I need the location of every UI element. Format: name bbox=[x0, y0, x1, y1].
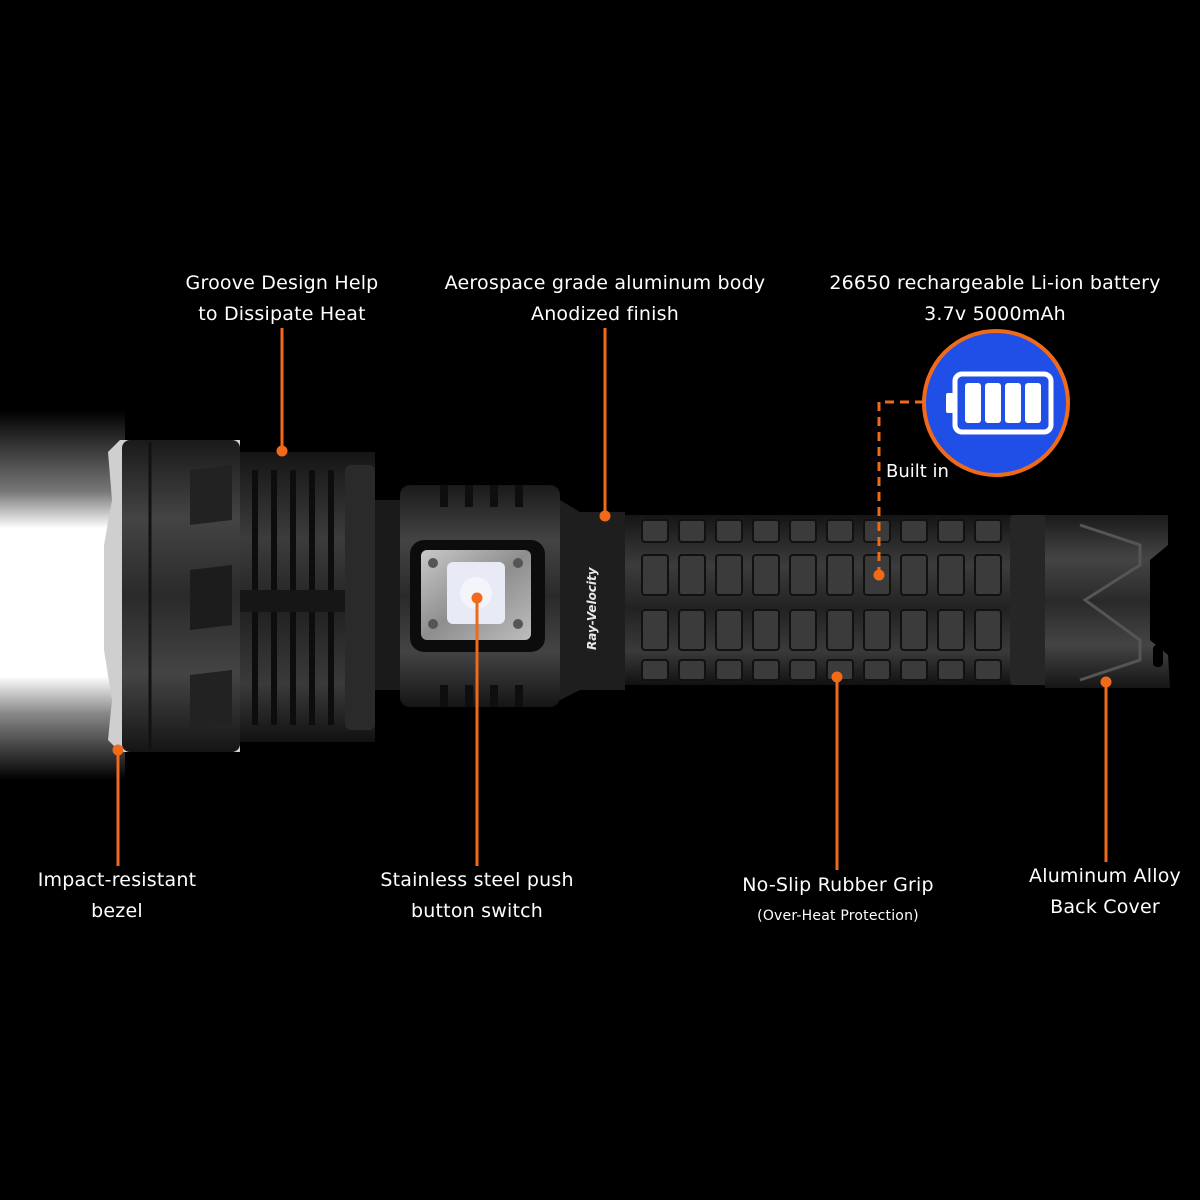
callout-text: Stainless steel push bbox=[380, 869, 574, 891]
callout-bezel: Impact-resistant bezel bbox=[38, 865, 197, 927]
callout-aluminum-body: Aerospace grade aluminum body Anodized f… bbox=[445, 268, 766, 330]
grip-body bbox=[625, 515, 1015, 685]
tail-cap bbox=[1045, 515, 1170, 688]
callout-text: No-Slip Rubber Grip bbox=[742, 874, 934, 896]
callout-text: Impact-resistant bbox=[37, 869, 197, 891]
built-in-note: Built in bbox=[886, 461, 949, 482]
callout-switch: Stainless steel push button switch bbox=[380, 865, 573, 927]
callout-back-cover: Aluminum Alloy Back Cover bbox=[1029, 861, 1181, 923]
brand-logo: Ray-Velocity bbox=[585, 566, 599, 650]
callout-text: 3.7v 5000mAh bbox=[924, 303, 1066, 325]
callout-text: Groove Design Help bbox=[185, 272, 379, 294]
collar bbox=[560, 500, 625, 700]
tail-ring bbox=[1010, 515, 1050, 685]
callout-text: to Dissipate Heat bbox=[198, 303, 366, 325]
callout-text: bezel bbox=[91, 900, 143, 922]
callout-grip: No-Slip Rubber Grip (Over-Heat Protectio… bbox=[742, 870, 934, 931]
callout-lines bbox=[112, 328, 1112, 870]
callout-text: button switch bbox=[411, 900, 543, 922]
callout-text: Anodized finish bbox=[530, 303, 679, 325]
callout-text: Back Cover bbox=[1050, 896, 1160, 918]
battery-badge bbox=[922, 329, 1070, 477]
callout-battery: 26650 rechargeable Li-ion battery 3.7v 5… bbox=[829, 268, 1160, 330]
callout-text: Aluminum Alloy bbox=[1029, 865, 1181, 887]
battery-full-icon bbox=[946, 371, 1054, 435]
callout-text: Aerospace grade aluminum body bbox=[444, 272, 766, 294]
callout-text: 26650 rechargeable Li-ion battery bbox=[829, 272, 1161, 294]
callout-groove-design: Groove Design Help to Dissipate Heat bbox=[186, 268, 379, 330]
callout-subtext: (Over-Heat Protection) bbox=[757, 908, 919, 924]
